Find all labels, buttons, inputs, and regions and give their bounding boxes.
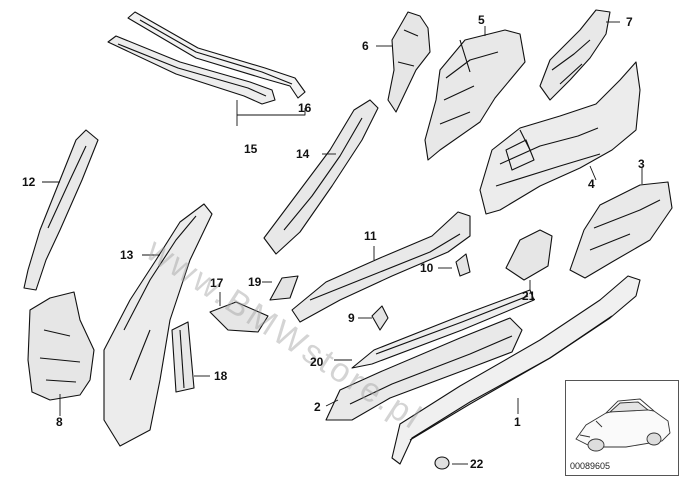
- inset-part-code: 00089605: [570, 461, 611, 471]
- callout-14: 14: [296, 147, 310, 161]
- part-19-bracket[interactable]: [269, 275, 299, 301]
- part-7-wheelhouse[interactable]: [539, 9, 611, 101]
- callout-9: 9: [348, 311, 355, 325]
- callout-1: 1: [514, 415, 521, 429]
- callout-8: 8: [56, 415, 63, 429]
- part-13-b-pillar[interactable]: [103, 203, 213, 447]
- part-2-inner-sill[interactable]: [325, 317, 523, 421]
- part-9-bracket[interactable]: [371, 305, 389, 331]
- callout-7: 7: [626, 15, 633, 29]
- part-12-a-pillar[interactable]: [23, 129, 99, 291]
- callout-12: 12: [22, 175, 36, 189]
- callout-13: 13: [120, 248, 134, 262]
- callout-16: 16: [298, 101, 312, 115]
- callout-6: 6: [362, 39, 369, 53]
- callout-2: 2: [314, 400, 321, 414]
- leader-lines: [42, 21, 643, 465]
- callout-5: 5: [478, 13, 485, 27]
- part-3-rear-side-member[interactable]: [569, 181, 673, 279]
- callout-4: 4: [588, 177, 595, 191]
- part-14-c-pillar[interactable]: [263, 99, 379, 255]
- part-5-inner-panel[interactable]: [424, 29, 526, 161]
- callout-18: 18: [214, 369, 228, 383]
- part-22-plug[interactable]: [434, 456, 450, 470]
- vehicle-inset-box: [565, 380, 679, 476]
- part-4-rear-side-panel[interactable]: [479, 61, 641, 215]
- part-18-reinforcement[interactable]: [171, 321, 195, 393]
- part-1-outer-sill[interactable]: [391, 275, 641, 465]
- callout-17: 17: [210, 276, 224, 290]
- callout-11: 11: [364, 229, 377, 243]
- callout-15: 15: [244, 142, 258, 156]
- callout-21: 21: [522, 289, 536, 303]
- part-10-bracket[interactable]: [455, 253, 471, 277]
- part-16-roof-rail[interactable]: [127, 11, 306, 99]
- callout-10: 10: [420, 261, 434, 275]
- part-17-plate[interactable]: [209, 301, 269, 333]
- part-15-roof-frame[interactable]: [107, 35, 276, 105]
- callout-3: 3: [638, 157, 645, 171]
- part-6-bracket[interactable]: [387, 11, 431, 113]
- part-11-cross-member[interactable]: [291, 211, 471, 323]
- part-21-bracket[interactable]: [505, 229, 553, 281]
- part-8-hinge-pillar[interactable]: [27, 291, 95, 401]
- part-20-sill-strip[interactable]: [351, 289, 535, 369]
- callout-20: 20: [310, 355, 324, 369]
- callout-19: 19: [248, 275, 262, 289]
- callout-22: 22: [470, 457, 484, 471]
- vehicle-inset-drawing: [575, 398, 671, 452]
